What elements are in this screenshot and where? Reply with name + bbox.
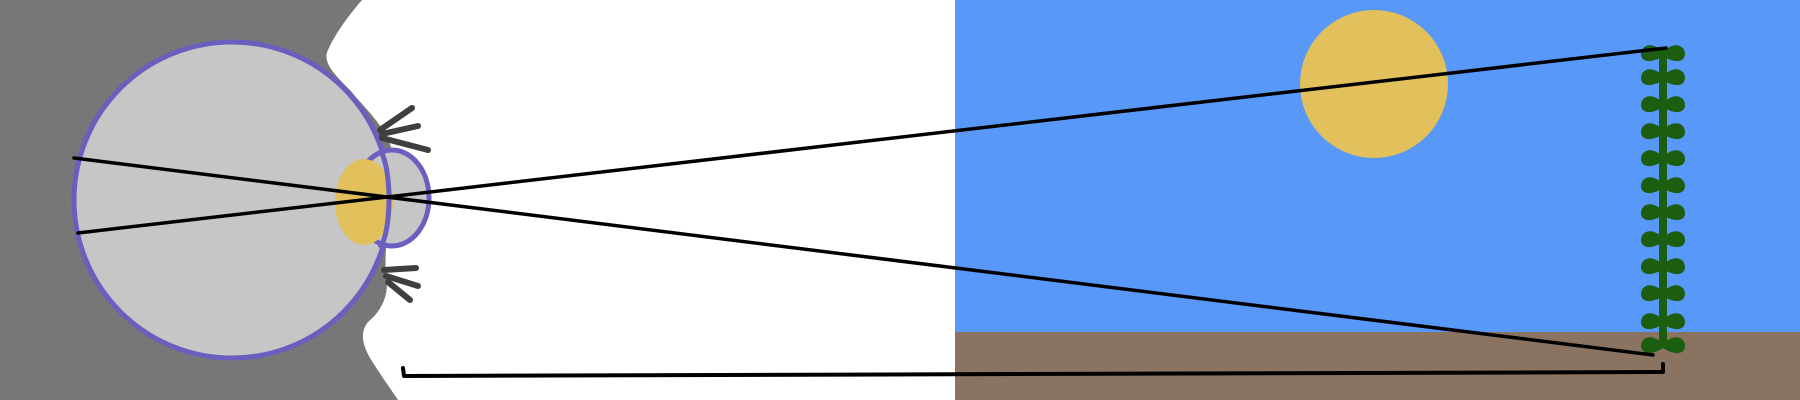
plant-leaf bbox=[1663, 69, 1685, 86]
plant-leaf bbox=[1663, 123, 1685, 140]
ray-top-to-bottom bbox=[76, 46, 1668, 235]
lower-eyelashes bbox=[381, 265, 421, 303]
plant-leaf bbox=[1641, 69, 1663, 86]
plant-leaf bbox=[1663, 96, 1685, 113]
plant-leaf bbox=[1663, 45, 1685, 62]
plant-leaf bbox=[1641, 231, 1663, 248]
plant-leaf bbox=[1663, 177, 1685, 194]
ray-bottom-to-top bbox=[72, 156, 1655, 357]
plant-leaf bbox=[1641, 313, 1663, 330]
plant-stem bbox=[1659, 48, 1667, 348]
plant-leaf bbox=[1641, 177, 1663, 194]
light-rays bbox=[72, 46, 1668, 357]
plant-leaf bbox=[1641, 337, 1663, 354]
sun-icon bbox=[1300, 10, 1448, 158]
plant-leaf bbox=[1641, 204, 1663, 221]
plant-leaf bbox=[1663, 258, 1685, 275]
plant-leaf bbox=[1641, 123, 1663, 140]
plant-leaf bbox=[1663, 150, 1685, 167]
plant-leaf bbox=[1663, 231, 1685, 248]
plant-leaf bbox=[1641, 150, 1663, 167]
plant-leaf bbox=[1641, 96, 1663, 113]
plant-leaf bbox=[1641, 258, 1663, 275]
upper-eyelashes bbox=[377, 105, 431, 153]
distance-bracket bbox=[401, 362, 1665, 378]
plant-leaf bbox=[1663, 337, 1685, 354]
lens bbox=[335, 159, 393, 245]
plant-icon bbox=[1641, 45, 1685, 354]
plant-leaf bbox=[1641, 285, 1663, 302]
plant-leaf bbox=[1663, 285, 1685, 302]
plant-leaf bbox=[1663, 204, 1685, 221]
plant-leaf bbox=[1663, 313, 1685, 330]
